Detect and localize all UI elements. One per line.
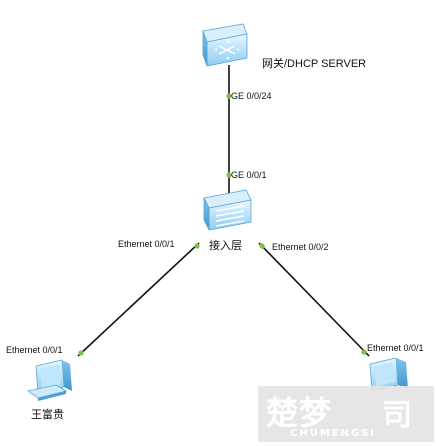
gateway-label: 网关/DHCP SERVER <box>262 58 367 70</box>
port-label: Ethernet 0/0/1 <box>118 239 175 249</box>
pc-left-label: 王富贵 <box>31 409 64 421</box>
watermark-text: CHUMENGSI <box>290 428 377 439</box>
port-label: Ethernet 0/0/2 <box>272 242 329 252</box>
link-access-pc-right <box>258 242 370 357</box>
port-label: GE 0/0/1 <box>231 170 267 180</box>
port-dot <box>361 349 367 355</box>
port-dot <box>78 350 84 356</box>
router-icon[interactable] <box>202 23 248 67</box>
access-switch-label: 接入层 <box>209 240 242 252</box>
port-dot <box>226 93 232 99</box>
port-label: GE 0/0/24 <box>231 91 272 101</box>
switch-icon[interactable] <box>203 189 252 231</box>
port-label: Ethernet 0/0/1 <box>6 345 63 355</box>
watermark-logo <box>258 386 434 442</box>
port-label: Ethernet 0/0/1 <box>367 343 424 353</box>
port-dot <box>259 243 265 249</box>
link-access-pc-left <box>77 242 200 357</box>
watermark-text: 司 <box>382 398 412 433</box>
pc-icon[interactable] <box>369 357 408 392</box>
watermark-text: 楚梦 <box>266 394 333 432</box>
port-dot <box>226 172 232 178</box>
port-dot <box>194 243 200 249</box>
pc-icon[interactable] <box>27 359 72 401</box>
